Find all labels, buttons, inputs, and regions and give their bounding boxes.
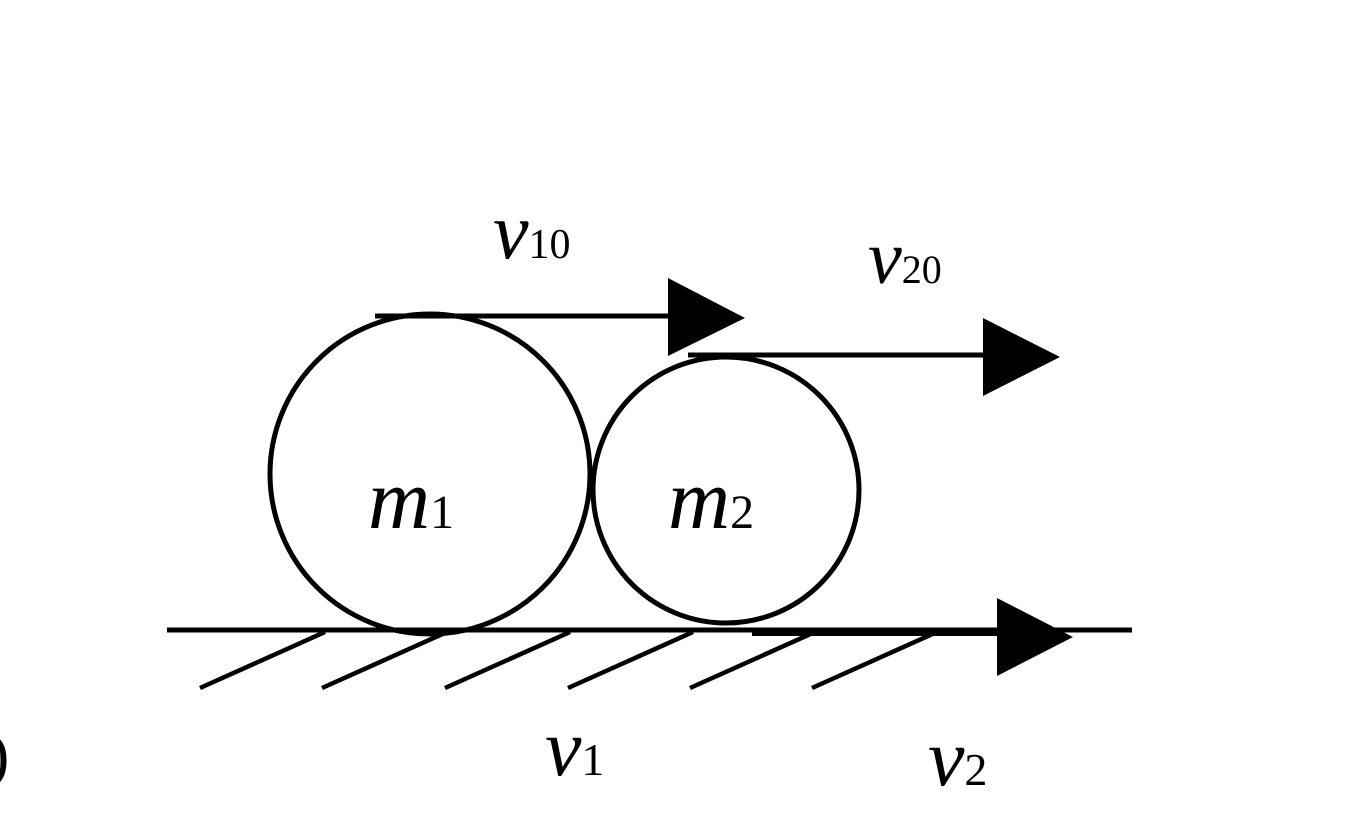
velocity-arrow-v20: [688, 318, 1060, 396]
hatch-mark: [199, 629, 326, 691]
hatch-mark: [567, 629, 694, 691]
hatch-mark: [444, 629, 571, 691]
hatch-mark: [321, 629, 448, 691]
label-v20: v20: [868, 216, 942, 300]
velocity-arrow-after: [752, 598, 1073, 676]
arrow-head: [983, 318, 1060, 396]
arrow-head: [668, 278, 745, 356]
label-m2: m2: [668, 451, 754, 547]
arrow-head: [997, 598, 1073, 676]
label-v2: v2: [928, 712, 987, 803]
hatch-mark: [689, 629, 816, 691]
label-m1: m1: [368, 451, 454, 547]
velocity-arrow-v10: [375, 278, 745, 356]
cropped-edge-text: ): [0, 719, 9, 790]
hatch-mark: [811, 629, 938, 691]
label-v10: v10: [493, 188, 571, 276]
label-v1: v1: [545, 702, 604, 793]
ground-hatching: [199, 629, 938, 691]
